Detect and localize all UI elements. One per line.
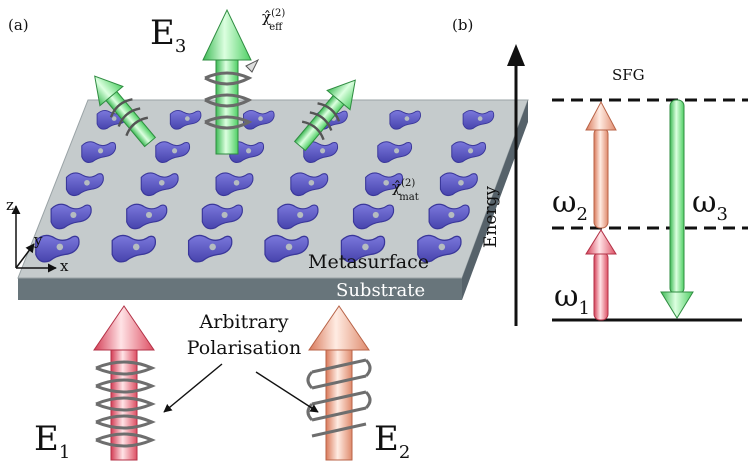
metasurface-label: Metasurface <box>308 251 429 273</box>
axis-z-label: z <box>6 196 14 214</box>
axis-x-label: x <box>60 257 69 275</box>
polarisation-line1: Arbitrary <box>199 311 289 333</box>
substrate-slab <box>17 99 529 300</box>
e2-input-beam <box>306 305 372 461</box>
e2-label: E2 <box>374 419 410 463</box>
omega1-arrow <box>585 229 617 321</box>
axis-y-label: y <box>33 231 43 249</box>
polarisation-pointer-right <box>255 371 319 413</box>
omega2-label: ω2 <box>552 185 588 225</box>
sfg-label: SFG <box>612 66 645 84</box>
side-beam-right <box>293 79 356 152</box>
side-beam-left <box>94 75 157 148</box>
omega3-arrow <box>660 99 694 319</box>
substrate-label: Substrate <box>336 280 425 301</box>
omega3-label: ω3 <box>692 185 728 225</box>
chi-eff-label: χ̂(2)eff <box>262 8 285 33</box>
e3-output-beam <box>202 8 260 155</box>
omega1-label: ω1 <box>554 279 590 319</box>
e3-label: E3 <box>150 13 186 57</box>
axis-triad <box>11 205 57 273</box>
e1-input-beam <box>93 305 156 461</box>
chi-mat-label: χ̂(2)mat <box>392 178 419 203</box>
energy-axis <box>507 44 525 326</box>
polarisation-line2: Polarisation <box>187 337 301 359</box>
panel-b-tag: (b) <box>452 16 473 34</box>
energy-axis-label: Energy <box>481 186 501 248</box>
polarisation-pointer-left <box>163 363 223 413</box>
panel-a-tag: (a) <box>8 16 29 34</box>
omega2-arrow <box>585 100 617 229</box>
e1-label: E1 <box>34 419 70 463</box>
